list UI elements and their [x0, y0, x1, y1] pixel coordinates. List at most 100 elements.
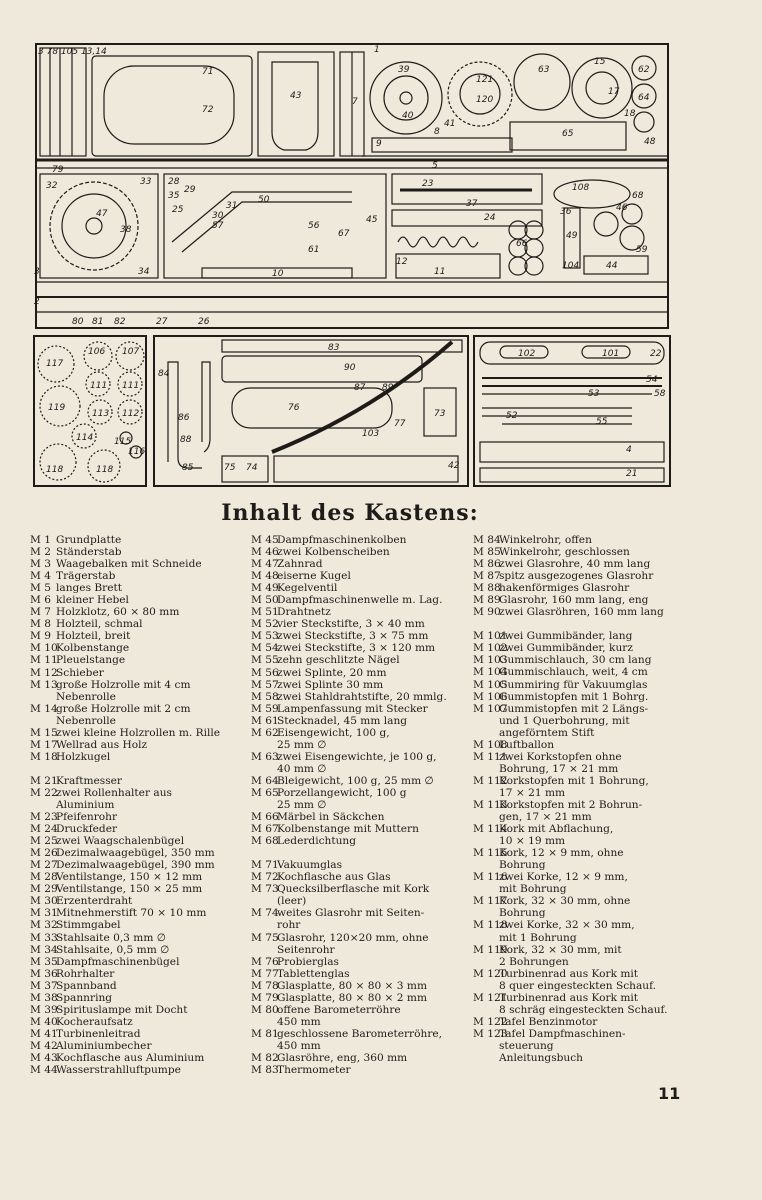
item-description: Kegelventil — [277, 582, 338, 595]
item-description: Kocheraufsatz — [56, 1015, 133, 1028]
item-code: M 14 — [30, 702, 58, 715]
svg-text:42: 42 — [448, 461, 460, 471]
item-description: Glasrohr, 120×20 mm, ohne Seitenrohr — [277, 931, 429, 956]
item-code: M 33 — [30, 931, 58, 944]
svg-text:68: 68 — [632, 191, 644, 201]
item-description: Gummiring für Vakuumglas — [499, 678, 648, 691]
svg-text:84: 84 — [158, 369, 170, 379]
svg-text:66: 66 — [516, 239, 528, 249]
svg-text:63: 63 — [538, 65, 550, 75]
svg-text:49: 49 — [566, 231, 578, 241]
svg-text:47: 47 — [96, 209, 108, 219]
item-code: M 122 — [473, 1015, 508, 1028]
item-description: Holzklotz, 60 × 80 mm — [56, 606, 180, 619]
svg-text:79: 79 — [52, 165, 64, 175]
item-description: zwei Rollenhalter aus Aluminium — [56, 786, 172, 811]
item-description: Kochflasche aus Glas — [277, 871, 391, 884]
svg-text:11: 11 — [434, 267, 445, 277]
item-code: M 68 — [251, 835, 279, 848]
item-description: Tafel Benzinmotor — [499, 1015, 598, 1028]
item-code: M 36 — [30, 967, 58, 980]
item-description: Spannring — [56, 991, 113, 1004]
item-code: M 44 — [30, 1064, 58, 1077]
item-description: große Holzrolle mit 2 cm Nebenrolle — [56, 702, 191, 727]
item-description: eiserne Kugel — [277, 570, 351, 583]
item-code: M 27 — [30, 859, 58, 872]
item-code: M 3 — [30, 558, 51, 571]
svg-text:48: 48 — [644, 137, 656, 147]
item-code: M 4 — [30, 570, 51, 583]
item-code: M 89 — [473, 594, 501, 607]
svg-text:87: 87 — [354, 383, 366, 393]
svg-text:74: 74 — [246, 463, 258, 473]
item-code: M 34 — [30, 943, 58, 956]
item-code: M 10 — [30, 642, 58, 655]
parts-box-drawing: 3 78 105 13,14 1 71 72 43 7 39 121 120 4… — [33, 43, 671, 487]
item-code: M 102 — [473, 642, 508, 655]
svg-text:102: 102 — [518, 349, 535, 359]
item-code: M 81 — [251, 1027, 279, 1040]
item-description: zwei Eisengewichte, je 100 g, 40 mm ∅ — [277, 750, 437, 775]
item-description: Probierglas — [277, 955, 339, 968]
item-code: M 7 — [30, 606, 51, 619]
item-code: M 120 — [473, 967, 508, 980]
item-description: spitz ausgezogenes Glasrohr — [499, 570, 654, 583]
item-code: M 118 — [473, 919, 508, 932]
svg-text:107: 107 — [122, 347, 139, 357]
item-description: Waagebalken mit Schneide — [56, 558, 202, 571]
item-code: M 77 — [251, 967, 279, 980]
item-code: M 55 — [251, 654, 279, 667]
item-description: Stahlsaite, 0,5 mm ∅ — [56, 943, 170, 956]
item-description: hakenförmiges Glasrohr — [499, 582, 630, 595]
list-item: M 3 Waagebalken mit Schneide — [30, 558, 245, 570]
item-description: Luftballon — [499, 738, 555, 751]
svg-text:116: 116 — [128, 447, 145, 457]
svg-text:40: 40 — [402, 111, 414, 121]
svg-text:64: 64 — [638, 93, 650, 103]
item-code: M 52 — [251, 618, 279, 631]
item-code: M 1 — [30, 534, 51, 546]
svg-text:53: 53 — [588, 389, 600, 399]
svg-text:44: 44 — [606, 261, 618, 271]
svg-text:101: 101 — [602, 349, 619, 359]
svg-text:89: 89 — [382, 383, 394, 393]
svg-text:5: 5 — [432, 161, 438, 171]
item-description: zwei Waagschalenbügel — [56, 835, 185, 848]
item-description: Dampfmaschinenkolben — [277, 534, 407, 546]
svg-text:7: 7 — [352, 97, 358, 107]
svg-text:32: 32 — [46, 181, 58, 191]
svg-text:118: 118 — [96, 465, 113, 475]
item-code: M 101 — [473, 630, 508, 643]
svg-text:17: 17 — [608, 87, 620, 97]
item-description: Ständerstab — [56, 546, 122, 559]
item-code: M 108 — [473, 738, 508, 751]
item-description: zwei Gummibänder, lang — [499, 630, 633, 643]
svg-text:2: 2 — [34, 297, 40, 307]
item-code: M 71 — [251, 859, 279, 872]
item-code: M 38 — [30, 991, 58, 1004]
